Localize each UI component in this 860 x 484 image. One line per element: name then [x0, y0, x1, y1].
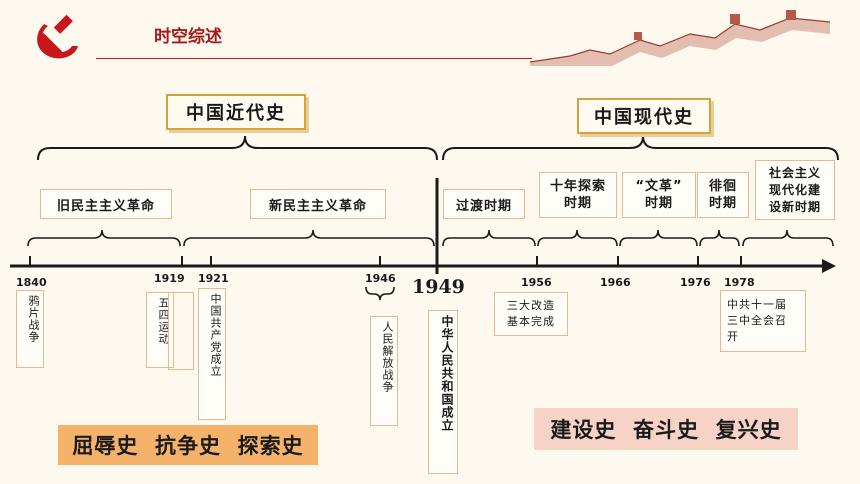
transition-brace [442, 229, 536, 247]
year-1919: 1919 [154, 272, 185, 285]
event-plenum-line3: 开 [727, 330, 739, 343]
wandering-brace [699, 229, 740, 247]
event-three-transform-line2: 基本完成 [507, 315, 555, 328]
period-wandering-line2: 时期 [708, 196, 737, 211]
timeline-arrowhead [822, 259, 836, 273]
year-1956: 1956 [521, 276, 552, 289]
period-old-democratic: 旧民主主义革命 [40, 189, 172, 219]
event-three-transformations: 三大改造 基本完成 [494, 292, 568, 336]
ten-years-brace [537, 229, 618, 247]
year-1978: 1978 [724, 276, 755, 289]
period-new-democratic: 新民主主义革命 [250, 189, 386, 219]
new-democratic-brace [183, 229, 435, 247]
event-opium-war: 鸦片战争 [16, 290, 44, 368]
banner-construction-history: 建设史 奋斗史 复兴史 [534, 408, 798, 450]
header-title: 时空综述 [154, 27, 222, 47]
year-1966: 1966 [600, 276, 631, 289]
period-reform: 社会主义 现代化建 设新时期 [755, 160, 835, 220]
great-wall-icon [530, 10, 830, 66]
period-cultural-line1: “文革” [635, 179, 683, 194]
period-cultural-line2: 时期 [644, 196, 673, 211]
year-1921: 1921 [198, 272, 229, 285]
event-cpc-founded: 中国共产党成立 [198, 288, 226, 420]
banner-humiliation-history: 屈辱史 抗争史 探索史 [58, 425, 318, 465]
era-modern-label: 中国近代史 [166, 94, 306, 130]
header-bar: 时空综述 [0, 0, 860, 72]
event-plenum-line2: 三中全会召 [727, 314, 787, 327]
event-may-fourth: 五四运动 [146, 292, 174, 368]
year-1976: 1976 [680, 276, 711, 289]
event-third-plenum: 中共十一届 三中全会召 开 [720, 290, 806, 352]
period-reform-line3: 设新时期 [768, 199, 821, 214]
old-democratic-brace [27, 229, 181, 247]
year-1949: 1949 [412, 276, 465, 298]
liberation-war-brace [365, 286, 395, 301]
period-wandering: 徘徊 时期 [697, 172, 749, 218]
event-liberation-war: 人民解放战争 [370, 316, 398, 426]
cultural-brace [619, 229, 698, 247]
period-ten-years: 十年探索 时期 [539, 172, 617, 218]
event-prc-founded: 中华人民共和国成立 [428, 310, 458, 474]
event-plenum-line1: 中共十一届 [727, 298, 787, 311]
modern-era-brace [37, 135, 438, 161]
era-contemporary-label: 中国现代史 [577, 98, 711, 134]
period-reform-line1: 社会主义 [768, 165, 821, 180]
reform-brace [742, 229, 834, 247]
event-three-transform-line1: 三大改造 [507, 299, 555, 312]
period-transition: 过渡时期 [443, 189, 525, 219]
event-may-fourth-backing [168, 292, 194, 370]
year-1946: 1946 [365, 272, 396, 285]
year-1840: 1840 [16, 276, 47, 289]
period-ten-years-line1: 十年探索 [549, 179, 606, 194]
period-reform-line2: 现代化建 [768, 182, 821, 197]
contemporary-era-brace [442, 135, 839, 161]
hammer-sickle-icon [37, 14, 78, 59]
period-wandering-line1: 徘徊 [708, 179, 737, 194]
period-cultural-revolution: “文革” 时期 [622, 172, 696, 218]
header-divider [96, 58, 532, 59]
period-ten-years-line2: 时期 [563, 196, 592, 211]
